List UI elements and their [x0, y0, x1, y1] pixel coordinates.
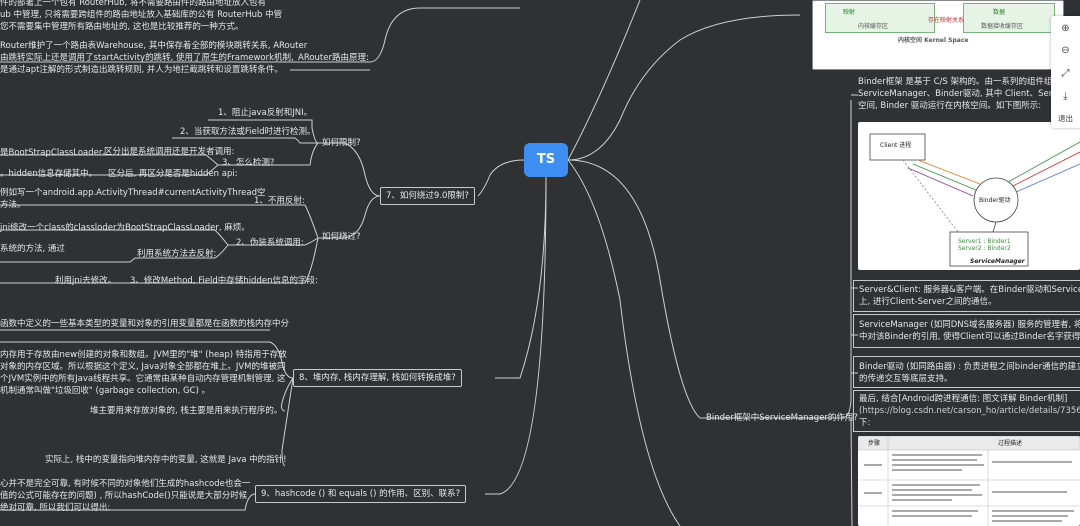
fit-screen-icon[interactable]: ⤢: [1061, 68, 1070, 79]
kernel-mid-label: 存在映射关系: [928, 17, 965, 24]
kernel-title: 内核空间 Kernel Space: [898, 37, 969, 44]
arouter-title[interactable]: ARouter路由原理:: [298, 53, 369, 63]
bypass-item-3[interactable]: 3、修改Method, Field中存储hidden信息的字段:: [130, 276, 318, 286]
table-header-desc: 过程描述: [998, 440, 1023, 447]
kernel-right-label: 数据接收缓存区: [981, 23, 1024, 30]
q8-note-1[interactable]: 堆主要用来存放对象的, 栈主要是用来执行程序的。: [90, 406, 283, 416]
arouter-desc-2: 由跳转实际上还是调用了startActivity的跳转, 使用了原生的Frame…: [0, 53, 294, 63]
kernel-top-right: 数据: [993, 9, 1006, 16]
download-icon[interactable]: ⤓: [1063, 91, 1068, 102]
arouter-desc-3: 是通过apt注解的形式制造出跳转规则, 并人为地拦截跳转和设置跳转条件。: [0, 65, 283, 75]
q7-node[interactable]: 7、如何绕过9.0限制?: [380, 187, 475, 205]
heap-text-3: 个JVM实例中的所有Java线程共享。它通常由某种自动内存管理机制管理, 这: [0, 374, 286, 384]
kernel-right-box: [963, 3, 1055, 33]
binder-client-label: Client 进程: [880, 142, 912, 149]
top-left-text-1: 件的部署上一个包有 RouterHub, 将不需要路由件的路由地址放入包有: [0, 0, 266, 8]
server-client-node[interactable]: Server&Client: 服务器&客户端。在Binder驱动和Service…: [853, 280, 1080, 312]
q8-note-2[interactable]: 实际上, 栈中的变量指向堆内存中的变量, 这就是 Java 中的指针!: [45, 455, 287, 465]
detect-left-2: 。hidden信息存储其中。: [0, 169, 98, 179]
binder-driver-2: 的传递交互等底层支持。: [859, 374, 953, 384]
summary-table-svg: [858, 436, 1080, 526]
limit-node[interactable]: 如何限制?: [322, 138, 361, 148]
detect-item-2[interactable]: 区分后, 再区分是否是hidden api:: [108, 169, 238, 179]
summary-link[interactable]: (https://blog.csdn.net/carson_ho/article…: [859, 406, 1080, 416]
detect-item-1[interactable]: 区分出是系统调用还是开发者调用:: [104, 147, 235, 157]
binder-driver-1: Binder驱动 (如同路由器) : 负责进程之间binder通信的建立, 1: [859, 362, 1080, 372]
bypass-item-1[interactable]: 1、不用反射:: [254, 196, 305, 206]
service-manager-node[interactable]: ServiceManager (如同DNS域名服务器) 服务的管理者, 将Bin…: [853, 314, 1080, 348]
server-client-2: 上, 进行Client-Server之间的通信。: [859, 297, 997, 307]
binder-diagram: Client 进程 Binder驱动 Server1 : Binder1 Ser…: [858, 122, 1080, 270]
bypass-sub-2[interactable]: 利用系统方法去反射:: [137, 249, 217, 259]
heap-text-1: 内存用于存放由new创建的对象和数组。JVM里的"堆" (heap) 特指用于存…: [0, 350, 287, 360]
service-manager-2: 中对该Binder的引用, 使得Client可以通过Binder名字获得Serv…: [859, 332, 1080, 342]
server-client-1: Server&Client: 服务器&客户端。在Binder驱动和Service…: [859, 285, 1080, 295]
arouter-desc-1: Router维护了一个路由表Warehouse, 其中保存着全部的模块跳转关系,…: [0, 41, 308, 51]
kernel-left-label: 内核缓存区: [858, 23, 889, 30]
q8-node[interactable]: 8、堆内存, 栈内存理解, 栈如何转换成堆?: [293, 369, 462, 387]
limit-item-2[interactable]: 2、当获取方法或Field时进行检测。: [180, 127, 316, 137]
kernel-diagram: 映射 数据 内核缓存区 数据接收缓存区 存在映射关系 内核空间 Kernel S…: [812, 0, 1064, 70]
binder-diagram-svg: [869, 133, 1080, 267]
binder-sm-label: ServiceManager: [970, 258, 1025, 265]
summary-3: 下:: [859, 418, 871, 428]
binder-intro-1: Binder框架 是基于 C/S 架构的。由一系列的组件组成,: [858, 77, 1064, 87]
binder-sm-entries: Server1 : Binder1 Server2 : Binder2: [958, 238, 1011, 252]
kernel-left-box: [825, 3, 935, 33]
bypass-text-1a: 例如写一个android.app.ActivityThread#currentA…: [0, 188, 266, 198]
top-left-text-2: ub 中管理, 只将需要跨组件的路由地址放入基础库的公有 RouterHub 中…: [0, 10, 283, 20]
limit-item-1[interactable]: 1、阻止java反射和JNI。: [218, 108, 313, 118]
top-left-text-3: 您不需要集中管理所有路由地址的, 这也是比较推荐的一种方式。: [0, 22, 244, 32]
summary-node[interactable]: 最后, 结合[Android跨进程通信: 图文详解 Binder机制] (htt…: [853, 390, 1080, 432]
heap-text-4: 机制通常叫做"垃圾回收" (garbage collection, GC) 。: [0, 386, 211, 396]
exit-button[interactable]: 退出: [1058, 114, 1073, 123]
heap-text-2: 对象的内存区域。所以根据这个定义, Java对象全部都在堆上。JVM的堆被同: [0, 362, 286, 372]
q9-node[interactable]: 9、hashcode () 和 equals () 的作用、区别、联系?: [255, 485, 467, 503]
table-header-step: 步骤: [868, 440, 881, 447]
binder-driver-node[interactable]: Binder驱动 (如同路由器) : 负责进程之间binder通信的建立, 1 …: [853, 356, 1080, 388]
binder-question-node[interactable]: Binder框架中ServiceManager的作用?: [706, 413, 858, 423]
bypass-text-3: 利用jni去修改。: [55, 276, 117, 286]
root-node[interactable]: TS: [524, 143, 568, 177]
binder-driver-label: Binder驱动: [979, 197, 1011, 204]
bypass-sub-left: 系统的方法, 通过: [0, 244, 65, 254]
bypass-text-2: jni修改一个class的classloder为BootStrapClassLo…: [0, 223, 250, 233]
limit-item-3[interactable]: 3、怎么检测?: [222, 158, 275, 168]
bypass-node[interactable]: 如何绕过?: [322, 232, 361, 242]
service-manager-1: ServiceManager (如同DNS域名服务器) 服务的管理者, 将Bin…: [859, 320, 1080, 330]
bypass-item-2[interactable]: 2、伪装系统调用:: [236, 238, 304, 248]
summary-table: 步骤 过程描述: [858, 436, 1080, 526]
zoom-out-icon[interactable]: ⊖: [1061, 45, 1070, 56]
bypass-text-1b: 方法。: [0, 200, 26, 210]
zoom-toolbar: ⊕ ⊖ ⤢ ⤓ 退出: [1051, 16, 1080, 128]
detect-left-1: 是BootStrapClassLoader。: [0, 148, 111, 158]
binder-intro-3: 空间, Binder 驱动运行在内核空间。如下图所示:: [858, 101, 1042, 111]
summary-1: 最后, 结合[Android跨进程通信: 图文详解 Binder机制]: [859, 394, 1068, 404]
hash-text-1: 心并不是完全可靠, 有时候不同的对象他们生成的hashcode也会一: [0, 479, 251, 489]
zoom-in-icon[interactable]: ⊕: [1061, 23, 1070, 34]
hash-text-2: 值的公式可能存在的问题) , 所以hashCode()只能说是大部分时候: [0, 491, 248, 501]
hash-text-3: 绝对可靠, 所以我们可以得出:: [0, 503, 111, 513]
binder-intro-2: ServiceManager、Binder驱动, 其中 Client、Serve…: [858, 89, 1080, 99]
kernel-top-left: 映射: [843, 9, 856, 16]
stack-text: 函数中定义的一些基本类型的变量和对象的引用变量都是在函数的栈内存中分: [0, 319, 290, 329]
